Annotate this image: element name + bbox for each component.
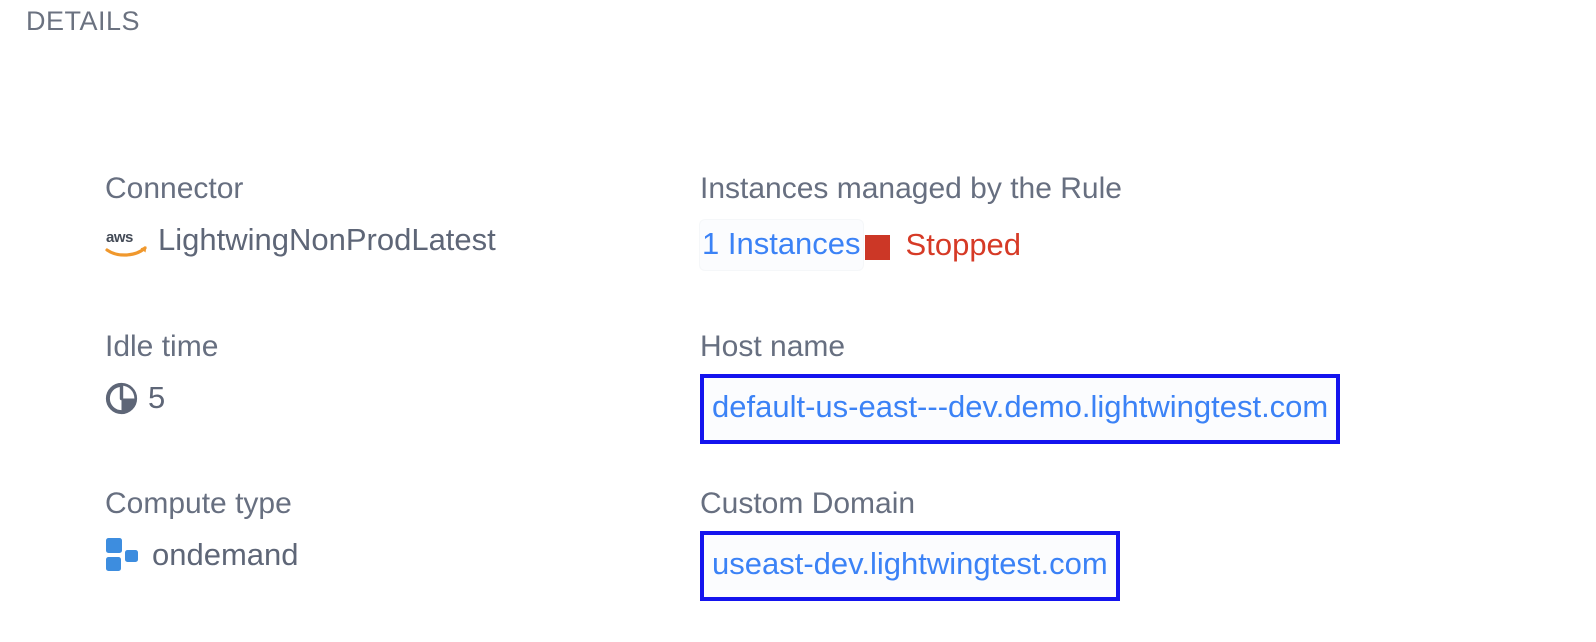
connector-value: LightwingNonProdLatest [158,222,496,257]
host-name-label: Host name [700,330,846,363]
compute-type-label: Compute type [105,487,292,520]
field-host-name: Host name default-us-east---dev.demo.lig… [700,328,1580,444]
field-custom-domain: Custom Domain useast-dev.lightwingtest.c… [700,485,1580,601]
status-badge: Stopped [905,227,1022,262]
custom-domain-link[interactable]: useast-dev.lightwingtest.com [700,531,1120,601]
compute-type-value: ondemand [152,537,299,572]
custom-domain-label: Custom Domain [700,487,916,520]
page-title: DETAILS [26,6,141,36]
idle-time-value: 5 [148,380,166,415]
instances-count-link[interactable]: 1 Instances [700,220,863,270]
clock-icon [105,382,138,415]
instances-managed-label: Instances managed by the Rule [700,172,1122,205]
svg-text:aws: aws [106,229,133,246]
field-idle-time: Idle time 5 [105,328,685,418]
stopped-square-icon [864,234,890,260]
compute-blocks-icon [105,537,143,573]
field-instances-managed: Instances managed by the Rule 1 Instance… [700,170,1580,270]
host-name-link[interactable]: default-us-east---dev.demo.lightwingtest… [700,374,1341,444]
connector-label: Connector [105,172,244,205]
idle-time-label: Idle time [105,330,219,363]
field-connector: Connector aws LightwingNonProdLatest [105,170,685,260]
idle-time-value-row: 5 [105,378,685,418]
compute-type-value-row: ondemand [105,535,685,575]
aws-icon: aws [105,225,149,259]
field-compute-type: Compute type ondemand [105,485,685,575]
connector-value-row: aws LightwingNonProdLatest [105,220,685,260]
instances-value-row: 1 Instances Stopped [700,220,1580,270]
